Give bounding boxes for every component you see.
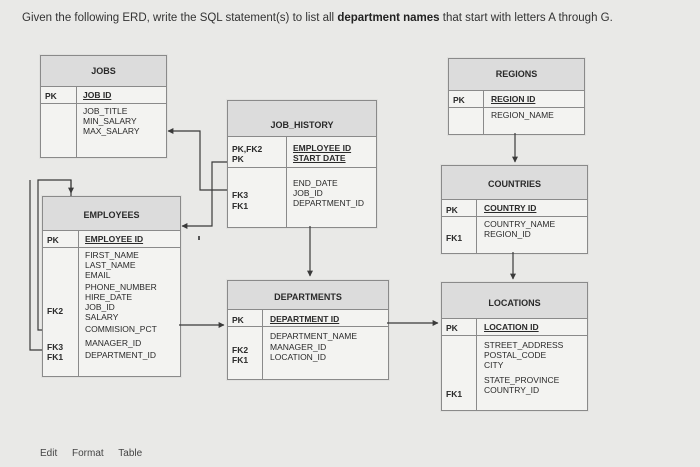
rel-jobhistory-employees <box>181 161 227 229</box>
entity-jobs: JOBS PK JOB ID JOB_TITLE MIN_SALARY MAX_… <box>40 55 167 158</box>
entity-employees: EMPLOYEES PK FK2 FK3 FK1 EMPLOYEE ID FIR… <box>42 196 181 377</box>
employees-field: LAST_NAME <box>85 260 136 270</box>
job-history-key: FK3 <box>232 190 249 200</box>
entity-regions-title: REGIONS <box>449 59 584 91</box>
entity-locations-title: LOCATIONS <box>442 283 587 319</box>
departments-field: DEPARTMENT_NAME <box>270 331 358 341</box>
jobs-field: JOB_TITLE <box>83 106 128 116</box>
employees-field: FIRST_NAME <box>85 250 139 260</box>
employees-field: JOB_ID <box>85 302 115 312</box>
entity-countries: COUNTRIES PK FK1 COUNTRY ID COUNTRY_NAME… <box>441 165 588 254</box>
departments-key: PK <box>232 315 244 325</box>
locations-key: PK <box>446 323 458 333</box>
locations-field: CITY <box>484 360 504 370</box>
entity-departments-title: DEPARTMENTS <box>228 281 388 310</box>
employees-key: FK2 <box>47 306 64 316</box>
footer-format[interactable]: Format <box>72 448 104 459</box>
entity-regions: REGIONS PK REGION ID REGION_NAME <box>448 58 585 135</box>
footer-table[interactable]: Table <box>118 448 143 459</box>
locations-pk-field: LOCATION ID <box>484 322 539 332</box>
job-history-field: DEPARTMENT_ID <box>293 198 365 208</box>
jobs-pk-field: JOB ID <box>83 90 112 100</box>
job-history-field: JOB_ID <box>293 188 323 198</box>
countries-field: COUNTRY_NAME <box>484 219 556 229</box>
employees-key: FK3 <box>47 342 64 352</box>
question-text: Given the following ERD, write the SQL s… <box>22 12 613 24</box>
employees-field: HIRE_DATE <box>85 292 133 302</box>
job-history-pk-field: EMPLOYEE ID <box>293 143 352 153</box>
regions-key-pk: PK <box>453 95 465 105</box>
regions-field: REGION_NAME <box>491 110 554 120</box>
locations-field: POSTAL_CODE <box>484 350 547 360</box>
entity-job-history-title: JOB_HISTORY <box>228 101 376 137</box>
departments-pk-field: DEPARTMENT ID <box>270 314 340 324</box>
question-prefix: Given the following ERD, write the SQL s… <box>22 12 338 24</box>
rel-employees-self <box>29 180 42 351</box>
employees-field: COMMISION_PCT <box>85 324 157 334</box>
departments-field: MANAGER_ID <box>270 342 327 352</box>
jobs-field: MAX_SALARY <box>83 126 140 136</box>
entity-job-history: JOB_HISTORY PK,FK2 PK FK3 FK1 EMPLOYEE I… <box>227 100 377 228</box>
entity-employees-title: EMPLOYEES <box>43 197 180 231</box>
departments-field: LOCATION_ID <box>270 352 327 362</box>
employees-field: PHONE_NUMBER <box>85 282 157 292</box>
question-suffix: that start with letters A through G. <box>439 12 613 24</box>
jobs-key-pk: PK <box>45 91 57 101</box>
entity-locations: LOCATIONS PK FK1 LOCATION ID STREET_ADDR… <box>441 282 588 411</box>
employees-field: DEPARTMENT_ID <box>85 350 157 360</box>
locations-field: STATE_PROVINCE <box>484 375 560 385</box>
job-history-pk-field: START DATE <box>293 153 346 163</box>
countries-field: REGION_ID <box>484 229 531 239</box>
employees-key: PK <box>47 235 59 245</box>
countries-key: FK1 <box>446 233 463 243</box>
job-history-key: PK <box>232 154 244 164</box>
rel-employees-jobs <box>37 179 72 331</box>
locations-key: FK1 <box>446 389 463 399</box>
employees-field: SALARY <box>85 312 119 322</box>
employees-key: FK1 <box>47 352 64 362</box>
footer-edit[interactable]: Edit <box>40 448 58 459</box>
rel-jobhistory-jobs <box>167 128 227 191</box>
question-bold: department names <box>337 12 440 24</box>
job-history-key: PK,FK2 <box>232 144 263 154</box>
job-history-field: END_DATE <box>293 178 338 188</box>
regions-pk-field: REGION ID <box>491 94 536 104</box>
footer-toolbar: Edit Format Table <box>40 448 154 459</box>
countries-key: PK <box>446 205 458 215</box>
entity-countries-title: COUNTRIES <box>442 166 587 200</box>
departments-key: FK1 <box>232 355 249 365</box>
locations-field: COUNTRY_ID <box>484 385 540 395</box>
employees-field: MANAGER_ID <box>85 338 142 348</box>
employees-field: EMAIL <box>85 270 111 280</box>
employees-pk-field: EMPLOYEE ID <box>85 234 144 244</box>
departments-key: FK2 <box>232 345 249 355</box>
countries-pk-field: COUNTRY ID <box>484 203 537 213</box>
stray-mark <box>198 236 200 240</box>
entity-jobs-title: JOBS <box>41 56 166 87</box>
jobs-field: MIN_SALARY <box>83 116 137 126</box>
locations-field: STREET_ADDRESS <box>484 340 564 350</box>
entity-departments: DEPARTMENTS PK FK2 FK1 DEPARTMENT ID DEP… <box>227 280 389 380</box>
job-history-key: FK1 <box>232 201 249 211</box>
